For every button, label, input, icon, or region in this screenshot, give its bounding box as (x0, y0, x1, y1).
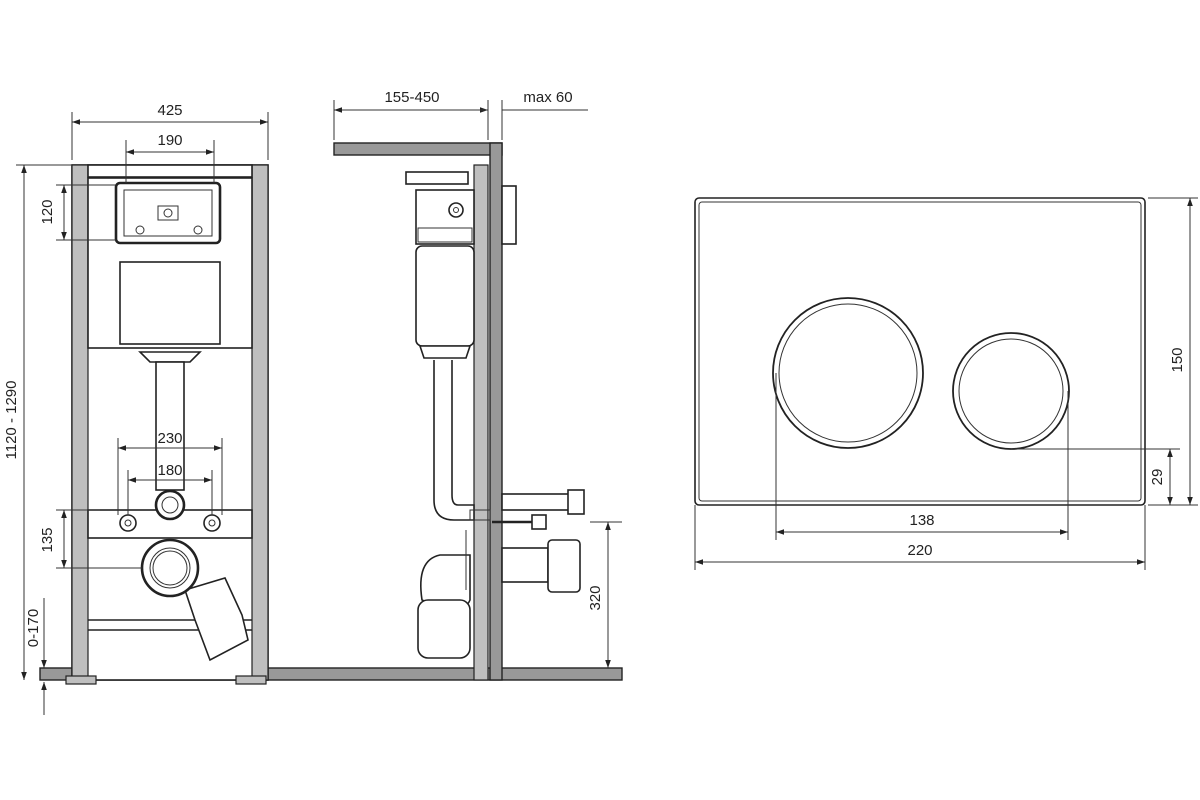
mounting-bolt-left (119, 514, 137, 532)
frame-left-foot (65, 675, 97, 685)
mounting-bolt-right (203, 514, 221, 532)
frame-left-post (71, 164, 89, 681)
dim-bolt-spacing-inner: 180 (157, 462, 182, 479)
flush-pipe-outlet (154, 489, 186, 521)
dim-leg-adjust: 0-170 (25, 609, 42, 647)
inspection-opening (114, 181, 222, 245)
front-view: 425 190 1120 - 1290 120 230 180 135 (3, 102, 623, 715)
dim-outlet-height: 320 (587, 585, 604, 610)
side-flush-plate (501, 185, 517, 245)
dim-drain-height: 135 (39, 527, 56, 552)
side-wall (489, 142, 503, 681)
dim-bolt-spacing-outer: 230 (157, 430, 182, 447)
dim-total-height: 1120 - 1290 (3, 381, 20, 460)
dim-top-offset: 120 (39, 199, 56, 224)
dim-frame-width: 425 (157, 102, 182, 119)
dim-panel-width: 190 (157, 132, 182, 149)
side-drain-outlet (501, 547, 549, 583)
frame-top-rail (87, 164, 253, 178)
dim-plate-width: 220 (907, 542, 932, 559)
dim-button-offset: 29 (1149, 469, 1166, 486)
side-flush-pipe (433, 360, 475, 521)
side-view: 155-450 max 60 320 (333, 89, 622, 681)
dim-button-span: 138 (909, 512, 934, 529)
frame-right-post (251, 164, 269, 681)
dim-plate-height: 150 (1169, 347, 1186, 372)
side-actuator-housing (415, 189, 475, 245)
cistern-front-panel (119, 261, 221, 345)
side-tank (415, 245, 475, 347)
full-flush-button (772, 297, 924, 449)
dim-panel-depth: max 60 (523, 89, 572, 106)
side-frame-post (473, 164, 489, 681)
frame-right-foot (235, 675, 267, 685)
half-flush-button (952, 332, 1070, 450)
dim-depth: 155-450 (384, 89, 439, 106)
flush-plate-view: 150 29 138 220 (694, 197, 1198, 570)
side-ceiling-ledge (333, 142, 503, 156)
